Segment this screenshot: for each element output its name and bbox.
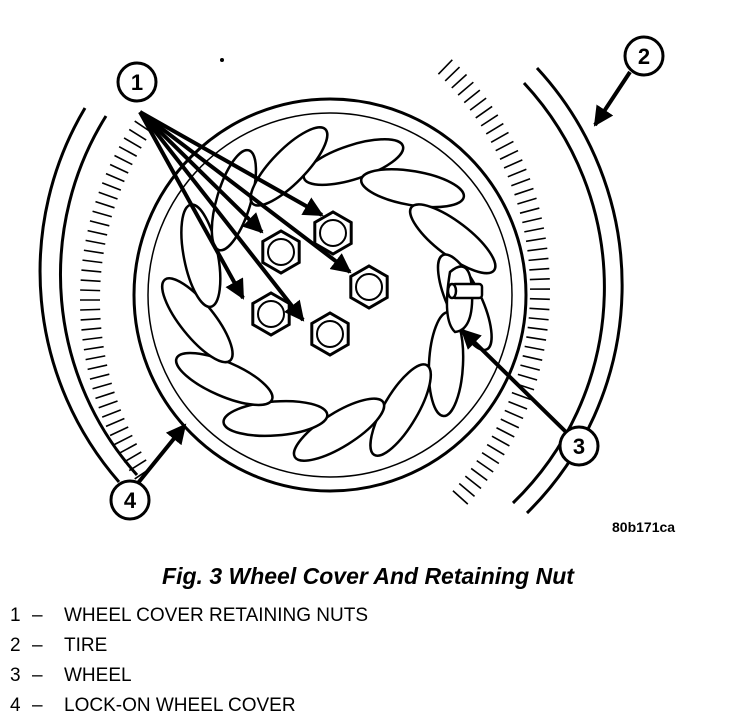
tire-left-arc (38, 107, 152, 483)
callout-1-arrows (138, 110, 352, 322)
retaining-nut-4 (251, 291, 291, 337)
legend-item: 4 – LOCK-ON WHEEL COVER (10, 691, 368, 721)
legend-number: 3 (10, 665, 21, 686)
callout-2: 2 (623, 35, 665, 77)
legend-list: 1 – WHEEL COVER RETAINING NUTS 2 – TIRE … (10, 601, 368, 721)
callout-4-arrow (136, 423, 187, 485)
callout-2-arrow (593, 70, 632, 127)
legend-number: 2 (10, 635, 21, 656)
figure-caption: Fig. 3 Wheel Cover And Retaining Nut (162, 563, 574, 589)
retaining-nut-3 (349, 264, 389, 310)
figure-reference-code: 80b171ca (612, 519, 676, 535)
legend-number: 1 (10, 605, 21, 626)
legend-label: TIRE (64, 635, 108, 656)
legend-number: 4 (10, 695, 21, 716)
legend-dash: – (32, 605, 43, 626)
callout-3-arrow (460, 328, 568, 434)
callout-3-number: 3 (573, 434, 585, 459)
callout-1: 1 (116, 61, 158, 103)
legend-item: 3 – WHEEL (10, 661, 368, 691)
legend-dash: – (32, 695, 43, 716)
legend-dash: – (32, 635, 43, 656)
tire-right-arc (437, 59, 624, 515)
retaining-nut-5 (310, 311, 350, 357)
legend-label: WHEEL COVER RETAINING NUTS (64, 605, 369, 626)
callout-2-number: 2 (638, 44, 650, 69)
retaining-nuts (251, 210, 389, 357)
legend-item: 2 – TIRE (10, 631, 368, 661)
callout-1-number: 1 (131, 70, 143, 95)
callout-4-number: 4 (124, 488, 137, 513)
retaining-nut-2 (261, 229, 301, 275)
legend-label: LOCK-ON WHEEL COVER (64, 695, 296, 716)
legend-dash: – (32, 665, 43, 686)
callout-3: 3 (558, 425, 600, 467)
wheel-cover (132, 58, 528, 493)
legend-label: WHEEL (64, 665, 132, 686)
legend-item: 1 – WHEEL COVER RETAINING NUTS (10, 601, 368, 631)
callout-4: 4 (109, 479, 151, 521)
valve-stem (445, 265, 484, 334)
wheel-cover-illustration: 1 2 3 4 (38, 35, 665, 521)
